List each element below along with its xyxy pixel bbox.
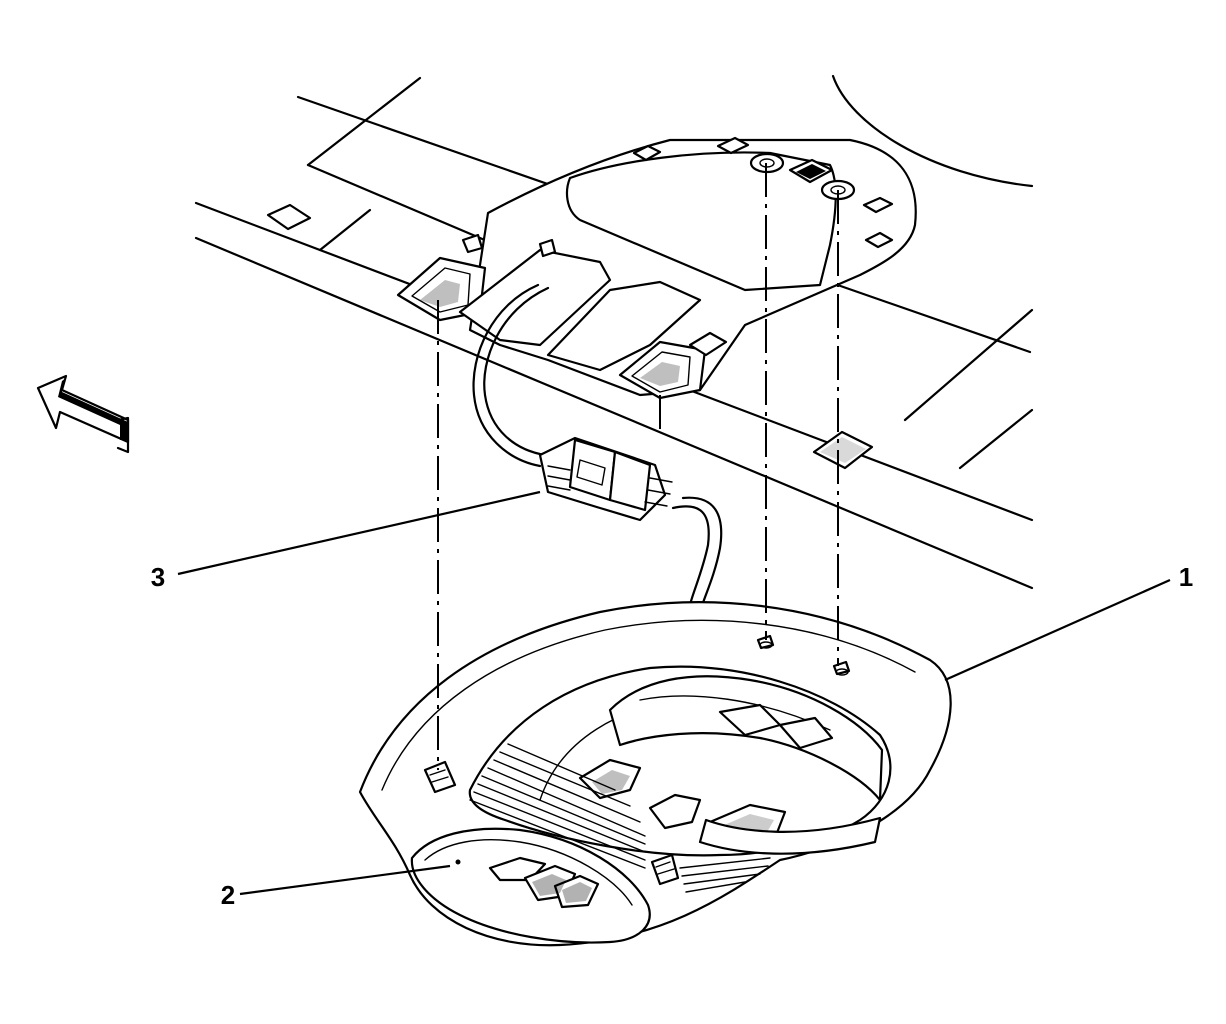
wire-harness: [472, 283, 723, 608]
callout-label-2: 2: [221, 880, 235, 910]
alignment-lines: [437, 163, 839, 770]
callout-label-3: 3: [151, 562, 165, 592]
roof-mounting-plate: [396, 136, 917, 400]
vent-grille-left: [469, 743, 646, 869]
callout-leaders: [177, 490, 1171, 896]
front-direction-arrow-icon: [36, 374, 130, 454]
callout-label-1: 1: [1179, 562, 1193, 592]
switch-lamp-panel: [410, 827, 651, 944]
roof-headliner: [194, 74, 1034, 590]
electrical-connector: [538, 436, 673, 522]
vent-grille-right: [679, 857, 771, 893]
